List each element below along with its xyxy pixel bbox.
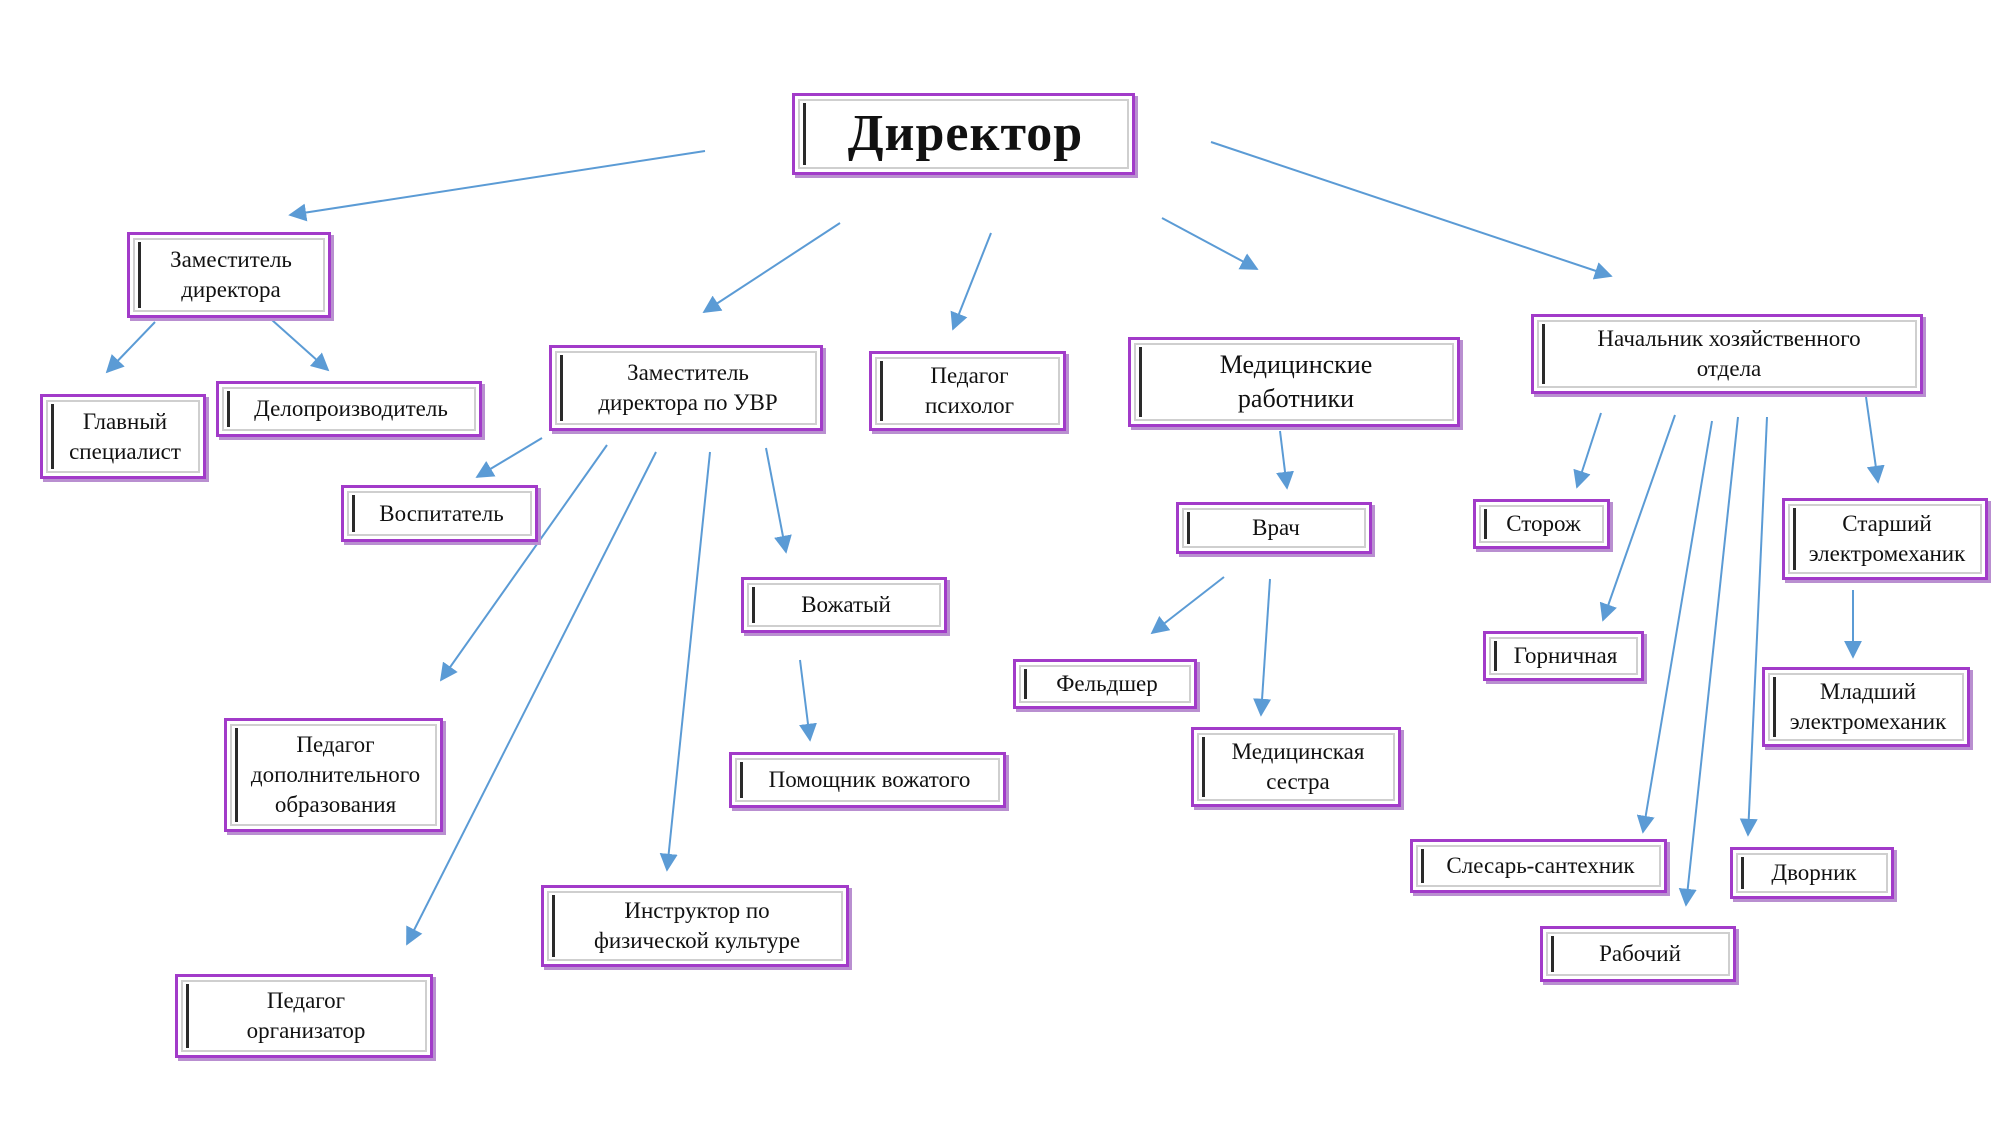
node-pe-instructor-label: Инструктор по физической культуре	[593, 898, 801, 953]
node-doctor-label: Врач	[1252, 515, 1300, 541]
arrow-director-to-deputy-uvr	[702, 222, 841, 313]
arrow-deputy-to-clerk	[271, 319, 330, 372]
arrow-deputy-uvr-to-teacher-organizer	[406, 451, 657, 946]
node-psychologist: Педагог психолог	[869, 351, 1066, 431]
arrow-director-to-psychologist	[950, 232, 992, 331]
node-medical-staff-label: Медицинские работники	[1219, 350, 1373, 413]
arrow-deputy-to-chief-specialist	[105, 321, 156, 374]
node-senior-electrician-label: Старший электромеханик	[1808, 511, 1966, 566]
node-educator-label: Воспитатель	[379, 500, 504, 526]
node-teacher-organizer-label: Педагог организатор	[246, 988, 366, 1043]
node-worker-label: Рабочий	[1599, 941, 1681, 967]
arrow-facilities-head-to-janitor	[1739, 416, 1768, 837]
node-deputy-uvr: Заместитель директора по УВР	[549, 345, 823, 431]
arrow-facilities-head-to-worker	[1678, 416, 1739, 907]
node-clerk-label: Делопроизводитель	[254, 396, 448, 422]
arrow-deputy-uvr-to-counselor	[765, 447, 792, 554]
node-additional-ed-teacher: Педагог дополнительного образования	[224, 718, 443, 832]
node-chief-specialist: Главный специалист	[40, 394, 206, 479]
node-plumber-label: Слесарь-сантехник	[1446, 853, 1635, 879]
node-watchman-label: Сторож	[1506, 511, 1581, 537]
node-medical-staff: Медицинские работники	[1128, 337, 1460, 427]
arrow-director-to-medical-staff	[1161, 217, 1259, 270]
node-additional-ed-teacher-label: Педагог дополнительного образования	[250, 732, 421, 817]
node-deputy: Заместитель директора	[127, 232, 331, 318]
node-counselor: Вожатый	[741, 577, 947, 633]
node-chief-specialist-label: Главный специалист	[69, 408, 181, 464]
node-junior-electrician: Младший электромеханик	[1762, 667, 1970, 747]
node-teacher-organizer: Педагог организатор	[175, 974, 433, 1058]
arrow-counselor-to-counselor-assistant	[799, 659, 817, 742]
node-deputy-label: Заместитель директора	[170, 247, 292, 302]
arrow-facilities-head-to-senior-electrician	[1865, 396, 1885, 484]
arrow-deputy-uvr-to-educator	[475, 437, 543, 478]
node-worker: Рабочий	[1540, 926, 1736, 982]
node-doctor: Врач	[1176, 502, 1372, 554]
node-junior-electrician-label: Младший электромеханик	[1789, 679, 1947, 734]
node-counselor-label: Вожатый	[801, 592, 891, 618]
arrow-facilities-head-to-maid	[1599, 414, 1676, 622]
node-pe-instructor: Инструктор по физической культуре	[541, 885, 849, 967]
node-director: Директор	[792, 93, 1135, 175]
node-nurse: Медицинская сестра	[1191, 727, 1401, 807]
arrow-deputy-uvr-to-additional-ed-teacher	[439, 444, 608, 682]
arrow-facilities-head-to-plumber	[1636, 420, 1713, 834]
node-psychologist-label: Педагог психолог	[924, 363, 1015, 418]
node-janitor-label: Дворник	[1771, 860, 1857, 886]
node-nurse-label: Медицинская сестра	[1231, 739, 1365, 794]
arrow-doctor-to-nurse	[1253, 578, 1272, 717]
node-paramedic-label: Фельдшер	[1056, 671, 1158, 697]
node-deputy-uvr-label: Заместитель директора по УВР	[598, 360, 778, 415]
node-watchman: Сторож	[1473, 499, 1610, 549]
node-educator: Воспитатель	[341, 485, 538, 542]
node-facilities-head: Начальник хозяйственного отдела	[1531, 314, 1923, 394]
node-senior-electrician: Старший электромеханик	[1782, 498, 1988, 580]
arrow-director-to-facilities-head	[1210, 141, 1613, 280]
node-facilities-head-label: Начальник хозяйственного отдела	[1597, 326, 1861, 381]
arrow-doctor-to-paramedic	[1150, 576, 1225, 635]
arrow-medical-staff-to-doctor	[1276, 430, 1294, 490]
node-counselor-assistant-label: Помощник вожатого	[768, 767, 971, 793]
node-director-label: Директор	[847, 105, 1084, 163]
arrow-deputy-uvr-to-pe-instructor	[659, 451, 711, 872]
node-plumber: Слесарь-сантехник	[1410, 839, 1667, 893]
arrow-director-to-deputy	[288, 150, 706, 222]
node-maid-label: Горничная	[1513, 643, 1618, 669]
node-clerk: Делопроизводитель	[216, 381, 482, 437]
node-counselor-assistant: Помощник вожатого	[729, 752, 1006, 808]
arrow-facilities-head-to-watchman	[1573, 412, 1602, 489]
node-maid: Горничная	[1483, 631, 1644, 681]
node-janitor: Дворник	[1730, 847, 1894, 899]
node-paramedic: Фельдшер	[1013, 659, 1197, 709]
